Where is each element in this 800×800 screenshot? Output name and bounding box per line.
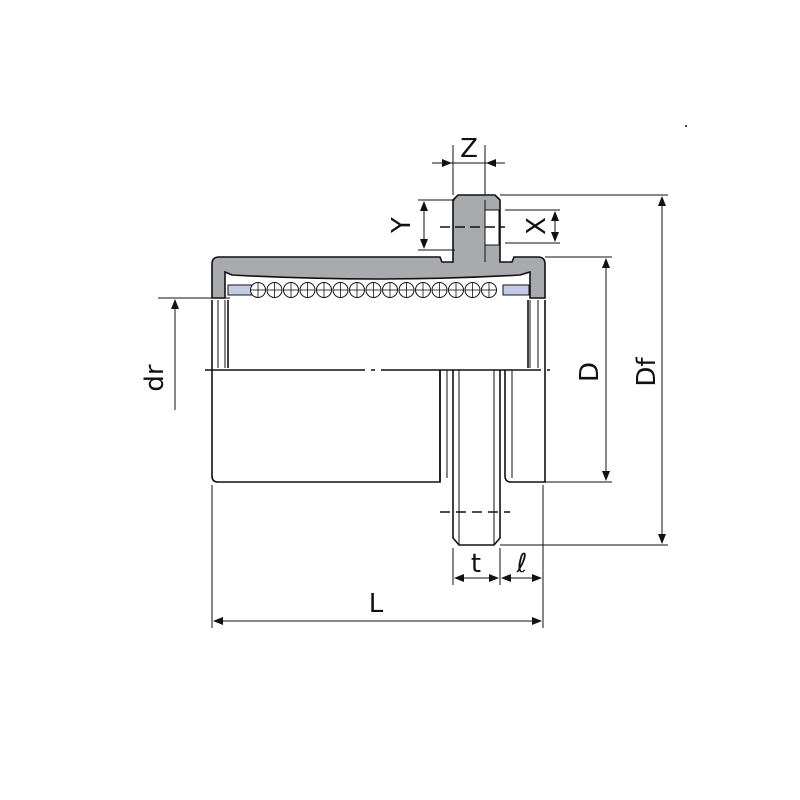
ball xyxy=(431,282,448,298)
ball xyxy=(398,282,415,298)
label-x: X xyxy=(522,217,552,235)
ball xyxy=(415,282,431,298)
bushing-body xyxy=(205,300,550,483)
ball xyxy=(283,282,299,298)
dot-mark xyxy=(685,125,687,127)
label-df: Df xyxy=(632,357,662,387)
ball xyxy=(299,282,316,298)
label-dr: dr xyxy=(140,364,170,392)
label-l-small: ℓ xyxy=(516,549,528,579)
ball xyxy=(316,282,332,298)
label-y: Y xyxy=(387,217,417,234)
ball xyxy=(464,282,481,298)
flange-lower xyxy=(440,370,510,546)
seal-right xyxy=(502,284,530,296)
label-d: D xyxy=(575,362,605,382)
ball xyxy=(481,282,497,298)
label-l-total: L xyxy=(369,589,384,619)
dimension-lines xyxy=(171,159,666,625)
ball-row xyxy=(250,282,497,298)
ball xyxy=(382,282,398,298)
ball xyxy=(448,282,464,298)
ball xyxy=(266,282,283,298)
extension-lines xyxy=(158,145,668,628)
ball xyxy=(332,282,349,298)
label-t: t xyxy=(471,549,481,579)
ball xyxy=(365,282,382,298)
ball xyxy=(250,282,266,298)
ball xyxy=(349,282,365,298)
housing xyxy=(211,194,546,299)
label-z: Z xyxy=(460,134,478,164)
